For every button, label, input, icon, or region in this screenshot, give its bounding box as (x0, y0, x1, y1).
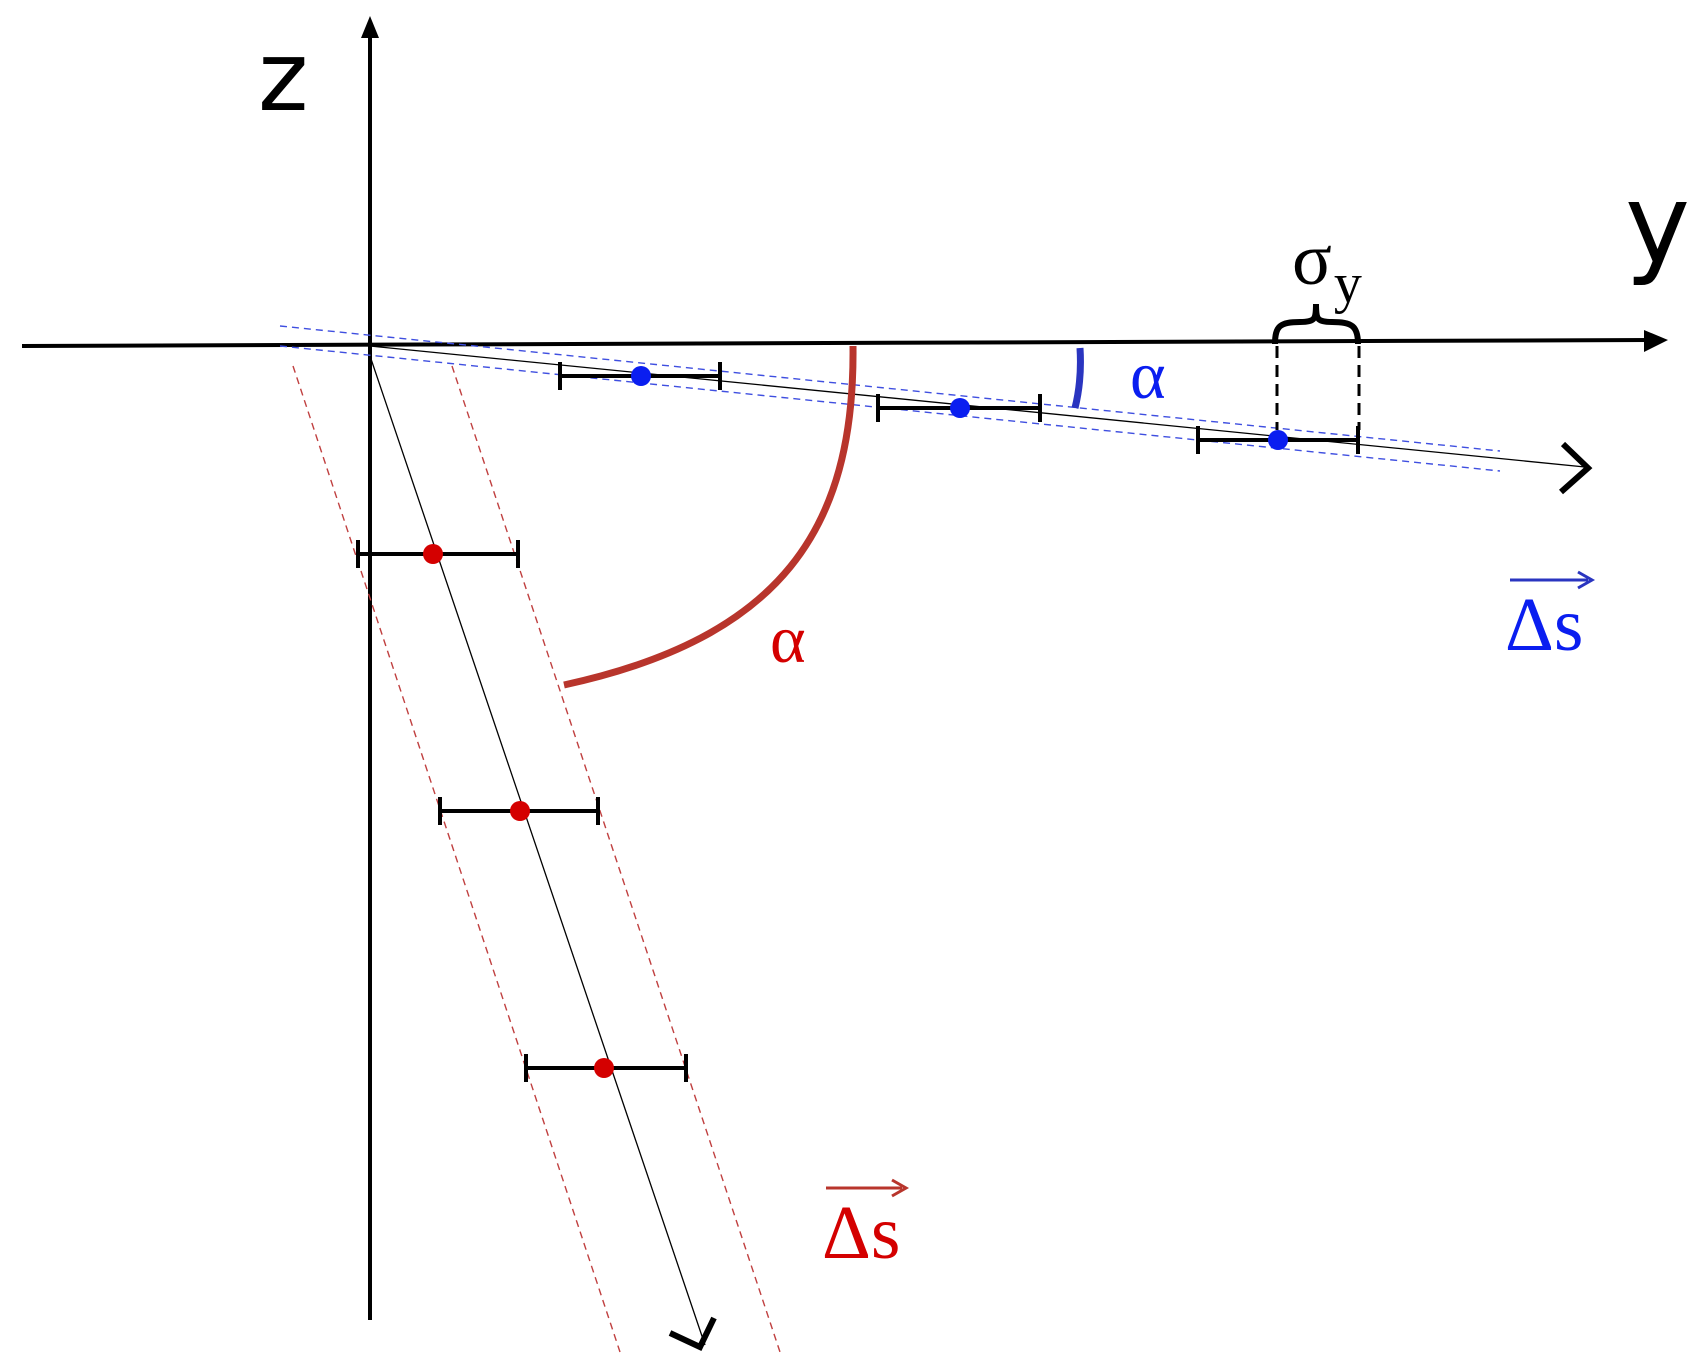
y-axis-arrowhead (1644, 330, 1668, 352)
blue-measurement-3 (1196, 426, 1360, 454)
blue-track-upper-dashed (279, 325, 1501, 452)
blue-track-arrowhead (1559, 441, 1593, 495)
sigma-y-label: σy (1292, 219, 1362, 315)
y-axis (21, 338, 1651, 348)
red-delta-s-arrow (826, 1178, 910, 1198)
blue-delta-s-label: Δs (1505, 583, 1583, 667)
blue-measurement-2 (876, 394, 1042, 422)
red-measurement-1 (356, 540, 520, 568)
blue-alpha-label: α (1130, 337, 1166, 413)
red-alpha-label: α (770, 601, 806, 677)
red-measurement-2 (438, 797, 600, 825)
blue-delta-s-arrow (1510, 570, 1596, 590)
sigma-y-bracket (1272, 303, 1361, 430)
red-track-left-dashed (292, 365, 621, 1353)
red-angle-arc (563, 345, 857, 689)
blue-measurement-1 (558, 362, 722, 390)
red-track-line (369, 355, 706, 1346)
z-axis-label: z (258, 21, 308, 133)
red-track-arrowhead (668, 1316, 717, 1351)
red-measurement-3 (524, 1054, 688, 1082)
y-axis-label: y (1625, 160, 1690, 288)
red-track-right-dashed (451, 365, 781, 1353)
z-axis-arrowhead (361, 16, 379, 38)
red-delta-s-label: Δs (822, 1191, 900, 1275)
blue-angle-arc (1071, 347, 1084, 409)
